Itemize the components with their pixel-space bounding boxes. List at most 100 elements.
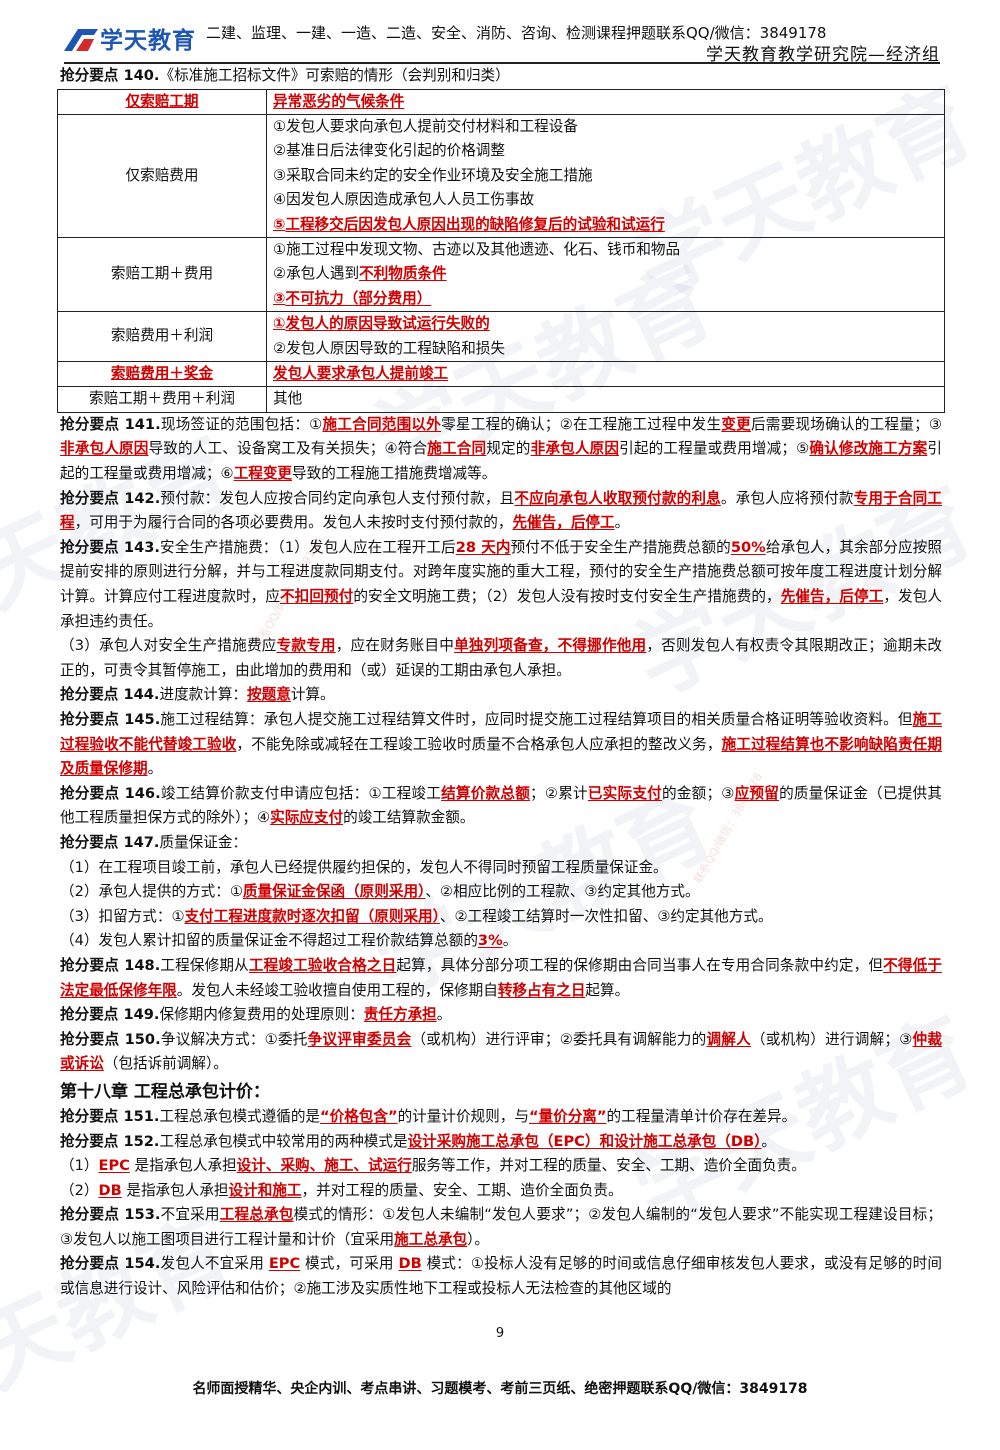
text: 零星工程的确认；②在工程施工过程中发生 bbox=[441, 415, 722, 433]
text: （2）承包人提供的方式：① bbox=[60, 883, 243, 901]
highlight-text: 专款专用 bbox=[276, 637, 336, 655]
point-label: 抢分要点 151. bbox=[60, 1107, 160, 1125]
text: 的竣工结算款金额。 bbox=[343, 809, 475, 827]
text: 的安全文明施工费；（2）发包人没有按时支付安全生产措施费的， bbox=[353, 588, 781, 606]
table-content: ①发包人要求向承包人提前交付材料和工程设备 ②基准日后法律变化引起的价格调整 ③… bbox=[266, 113, 945, 239]
table-content: 异常恶劣的气候条件 bbox=[266, 88, 945, 116]
highlight-text: 转移占有之日 bbox=[497, 981, 586, 999]
list-number: ① bbox=[273, 315, 286, 333]
highlight-text: 28 天内 bbox=[455, 538, 511, 556]
table-category: 索赔费用＋利润 bbox=[57, 311, 267, 363]
text: 不宜采用 bbox=[160, 1206, 220, 1224]
highlight-text: DB bbox=[398, 1255, 422, 1273]
point-144: 抢分要点 144.进度款计算：按题意计算。 bbox=[60, 683, 942, 708]
table-line: ②发包人原因导致的工程缺陷和损失 bbox=[273, 339, 505, 357]
point-label: 抢分要点 146. bbox=[60, 784, 161, 802]
table-row: 索赔工期＋费用 ①施工过程中发现文物、古迹以及其他遗迹、化石、钱币和物品 ②承包… bbox=[57, 237, 945, 313]
point-label: 抢分要点 144. bbox=[60, 686, 160, 704]
highlight-text: 质量保证金保函（原则采用） bbox=[242, 883, 426, 901]
text: 导致的人工、设备窝工及有关损失；④符合 bbox=[148, 440, 428, 458]
point-142: 抢分要点 142.预付款：发包人应按合同约定向承包人支付预付款，且不应向承包人收… bbox=[60, 487, 942, 536]
header-course-list: 二建、监理、一建、一造、二造、安全、消防、咨询、检测课程押题联系QQ/微信：38… bbox=[206, 24, 827, 42]
point-143-sub: （3）承包人对安全生产措施费应专款专用，应在财务账目中单独列项备查，不得挪作他用… bbox=[60, 634, 942, 683]
text: 施工过程结算：承包人提交施工过程结算文件时，应同时提交施工过程结算项目的相关质量… bbox=[160, 711, 913, 728]
highlight-text: 设计采购施工总承包（EPC）和设计施工总承包（DB） bbox=[407, 1132, 762, 1150]
text: 模式的情形：①发包人未编制“发包人要求”；②发包人编制的“发包人要求”不能实现工… bbox=[60, 1206, 942, 1248]
point-149: 抢分要点 149.保修期内修复费用的处理原则：责任方承担。 bbox=[60, 1003, 942, 1028]
text: 后需要现场确认的工程量；③ bbox=[750, 415, 942, 433]
text: 的工程量清单计价存在差异。 bbox=[606, 1107, 797, 1125]
point-label: 抢分要点 154. bbox=[60, 1255, 161, 1273]
table-category: 索赔工期＋费用 bbox=[57, 237, 267, 313]
highlight-text: 实际应支付 bbox=[270, 809, 344, 827]
highlight-text: 发包人的原因导致试运行失败的 bbox=[285, 315, 490, 333]
highlight-text: 工程总承包 bbox=[219, 1206, 294, 1224]
text: 现场签证的范围包括：① bbox=[160, 415, 323, 433]
point-label: 抢分要点 141. bbox=[60, 415, 161, 433]
text: ；②累计 bbox=[530, 784, 588, 802]
point-143: 抢分要点 143.安全生产措施费：（1）发包人应在工程开工后28 天内预付不低于… bbox=[60, 536, 942, 634]
text: （4）发包人累计扣留的质量保证金不得超过工程价款结算总额的 bbox=[60, 932, 478, 950]
text: 质量保证金： bbox=[159, 833, 248, 851]
highlight-text: 先催告，后停工 bbox=[780, 588, 884, 606]
point-label: 抢分要点 140. bbox=[60, 67, 160, 84]
point-146: 抢分要点 146.竣工结算价款支付申请应包括：①工程竣工结算价款总额；②累计已实… bbox=[60, 782, 942, 831]
highlight-text: DB bbox=[98, 1181, 122, 1199]
text: ，发包人承担违约责任。 bbox=[60, 588, 942, 630]
header-org-name: 学天教育教学研究院—经济组 bbox=[706, 45, 940, 65]
text: ，并对工程的质量、安全、工期、造价全面负责。 bbox=[301, 1181, 623, 1199]
table-row: 索赔工期＋费用＋利润 其他 bbox=[57, 386, 945, 413]
text: 。 bbox=[761, 1132, 776, 1150]
text: 的质量保证金（已提供其他工程质量担保方式的除外）；④ bbox=[60, 784, 942, 827]
table-content: ①发包人的原因导致试运行失败的 ②发包人原因导致的工程缺陷和损失 bbox=[266, 311, 945, 363]
point-154: 抢分要点 154.发包人不宜采用 EPC 模式，可采用 DB 模式：①投标人没有… bbox=[60, 1252, 942, 1301]
text: 导致的工程施工措施费增减等。 bbox=[292, 465, 497, 483]
highlight-text: 不扣回预付 bbox=[280, 588, 354, 606]
table-row: 索赔费用＋利润 ①发包人的原因导致试运行失败的 ②发包人原因导致的工程缺陷和损失 bbox=[57, 311, 945, 363]
claim-table: 仅索赔工期 异常恶劣的气候条件 仅索赔费用 ①发包人要求向承包人提前交付材料和工… bbox=[57, 88, 945, 413]
highlight-text: 争议评审委员会 bbox=[307, 1030, 412, 1048]
text: 发包人不宜采用 bbox=[160, 1255, 269, 1273]
table-line: ⑤工程移交后因发包人原因出现的缺陷修复后的试验和试运行 bbox=[273, 213, 938, 237]
highlight-text: 支付工程进度款时逐次扣留（原则采用） bbox=[184, 907, 440, 925]
point-147: 抢分要点 147.质量保证金： bbox=[60, 831, 942, 856]
table-line: ④因发包人原因造成承包人人员工伤事故 bbox=[273, 191, 535, 209]
highlight-text: 按题意 bbox=[247, 686, 291, 704]
text: 模式，可采用 bbox=[300, 1255, 399, 1273]
point-label: 抢分要点 148. bbox=[60, 956, 161, 974]
page-number: 9 bbox=[495, 1326, 505, 1341]
text: 起算，具体分部分项工程的保修期由合同当事人在专用合同条款中约定，但 bbox=[396, 956, 884, 974]
text: 的金额；③ bbox=[661, 784, 735, 802]
text: 竣工结算价款支付申请应包括：①工程竣工 bbox=[160, 784, 442, 802]
table-line: ③不可抗力（部分费用） bbox=[273, 287, 938, 311]
highlight-text: 不利物质条件 bbox=[359, 265, 447, 283]
text: 。 bbox=[436, 1006, 452, 1024]
chapter-heading: 第十八章 工程总承包计价： bbox=[60, 1081, 270, 1102]
point-label: 抢分要点 152. bbox=[60, 1132, 160, 1150]
highlight-text: 施工总承包 bbox=[394, 1230, 468, 1248]
highlight-text: 不可抗力（部分费用） bbox=[285, 289, 432, 307]
text: 。 bbox=[614, 514, 630, 532]
highlight-text: 已实际支付 bbox=[587, 784, 662, 802]
highlight-text: 调解人 bbox=[706, 1030, 751, 1048]
table-row: 仅索赔工期 异常恶劣的气候条件 bbox=[57, 88, 945, 116]
text: 规定的 bbox=[486, 440, 531, 458]
table-content: ①施工过程中发现文物、古迹以及其他遗迹、化石、钱币和物品 ②承包人遇到不利物质条… bbox=[266, 237, 945, 313]
highlight-text: 工程变更 bbox=[233, 465, 293, 483]
text: 工程保修期从 bbox=[160, 956, 249, 974]
text: ，不能免除或减轻在工程竣工验收时质量不合格承包人应承担的整改义务， bbox=[236, 735, 722, 753]
highlight-text: 设计、采购、施工、试运行 bbox=[236, 1157, 412, 1175]
table-content: 其他 bbox=[266, 386, 945, 413]
highlight-text: EPC bbox=[98, 1157, 130, 1175]
text: ，应在财务账目中 bbox=[335, 637, 455, 655]
point-147-item: （3）扣留方式：①支付工程进度款时逐次扣留（原则采用）、②工程竣工结算时一次性扣… bbox=[60, 905, 942, 930]
text: 保修期内修复费用的处理原则： bbox=[159, 1006, 364, 1024]
highlight-text: 确认修改施工方案 bbox=[809, 440, 928, 458]
highlight-text: “量价分离” bbox=[528, 1107, 607, 1125]
highlight-text: 结算价款总额 bbox=[441, 784, 531, 802]
highlight-text: 工程移交后因发包人原因出现的缺陷修复后的试验和试运行 bbox=[285, 215, 665, 233]
highlight-text: 责任方承担 bbox=[363, 1006, 437, 1024]
highlight-text: “价格包含” bbox=[320, 1107, 398, 1125]
highlight-text: 施工过程验收不能代替竣工验收 bbox=[60, 711, 942, 753]
header-divider bbox=[64, 62, 940, 64]
